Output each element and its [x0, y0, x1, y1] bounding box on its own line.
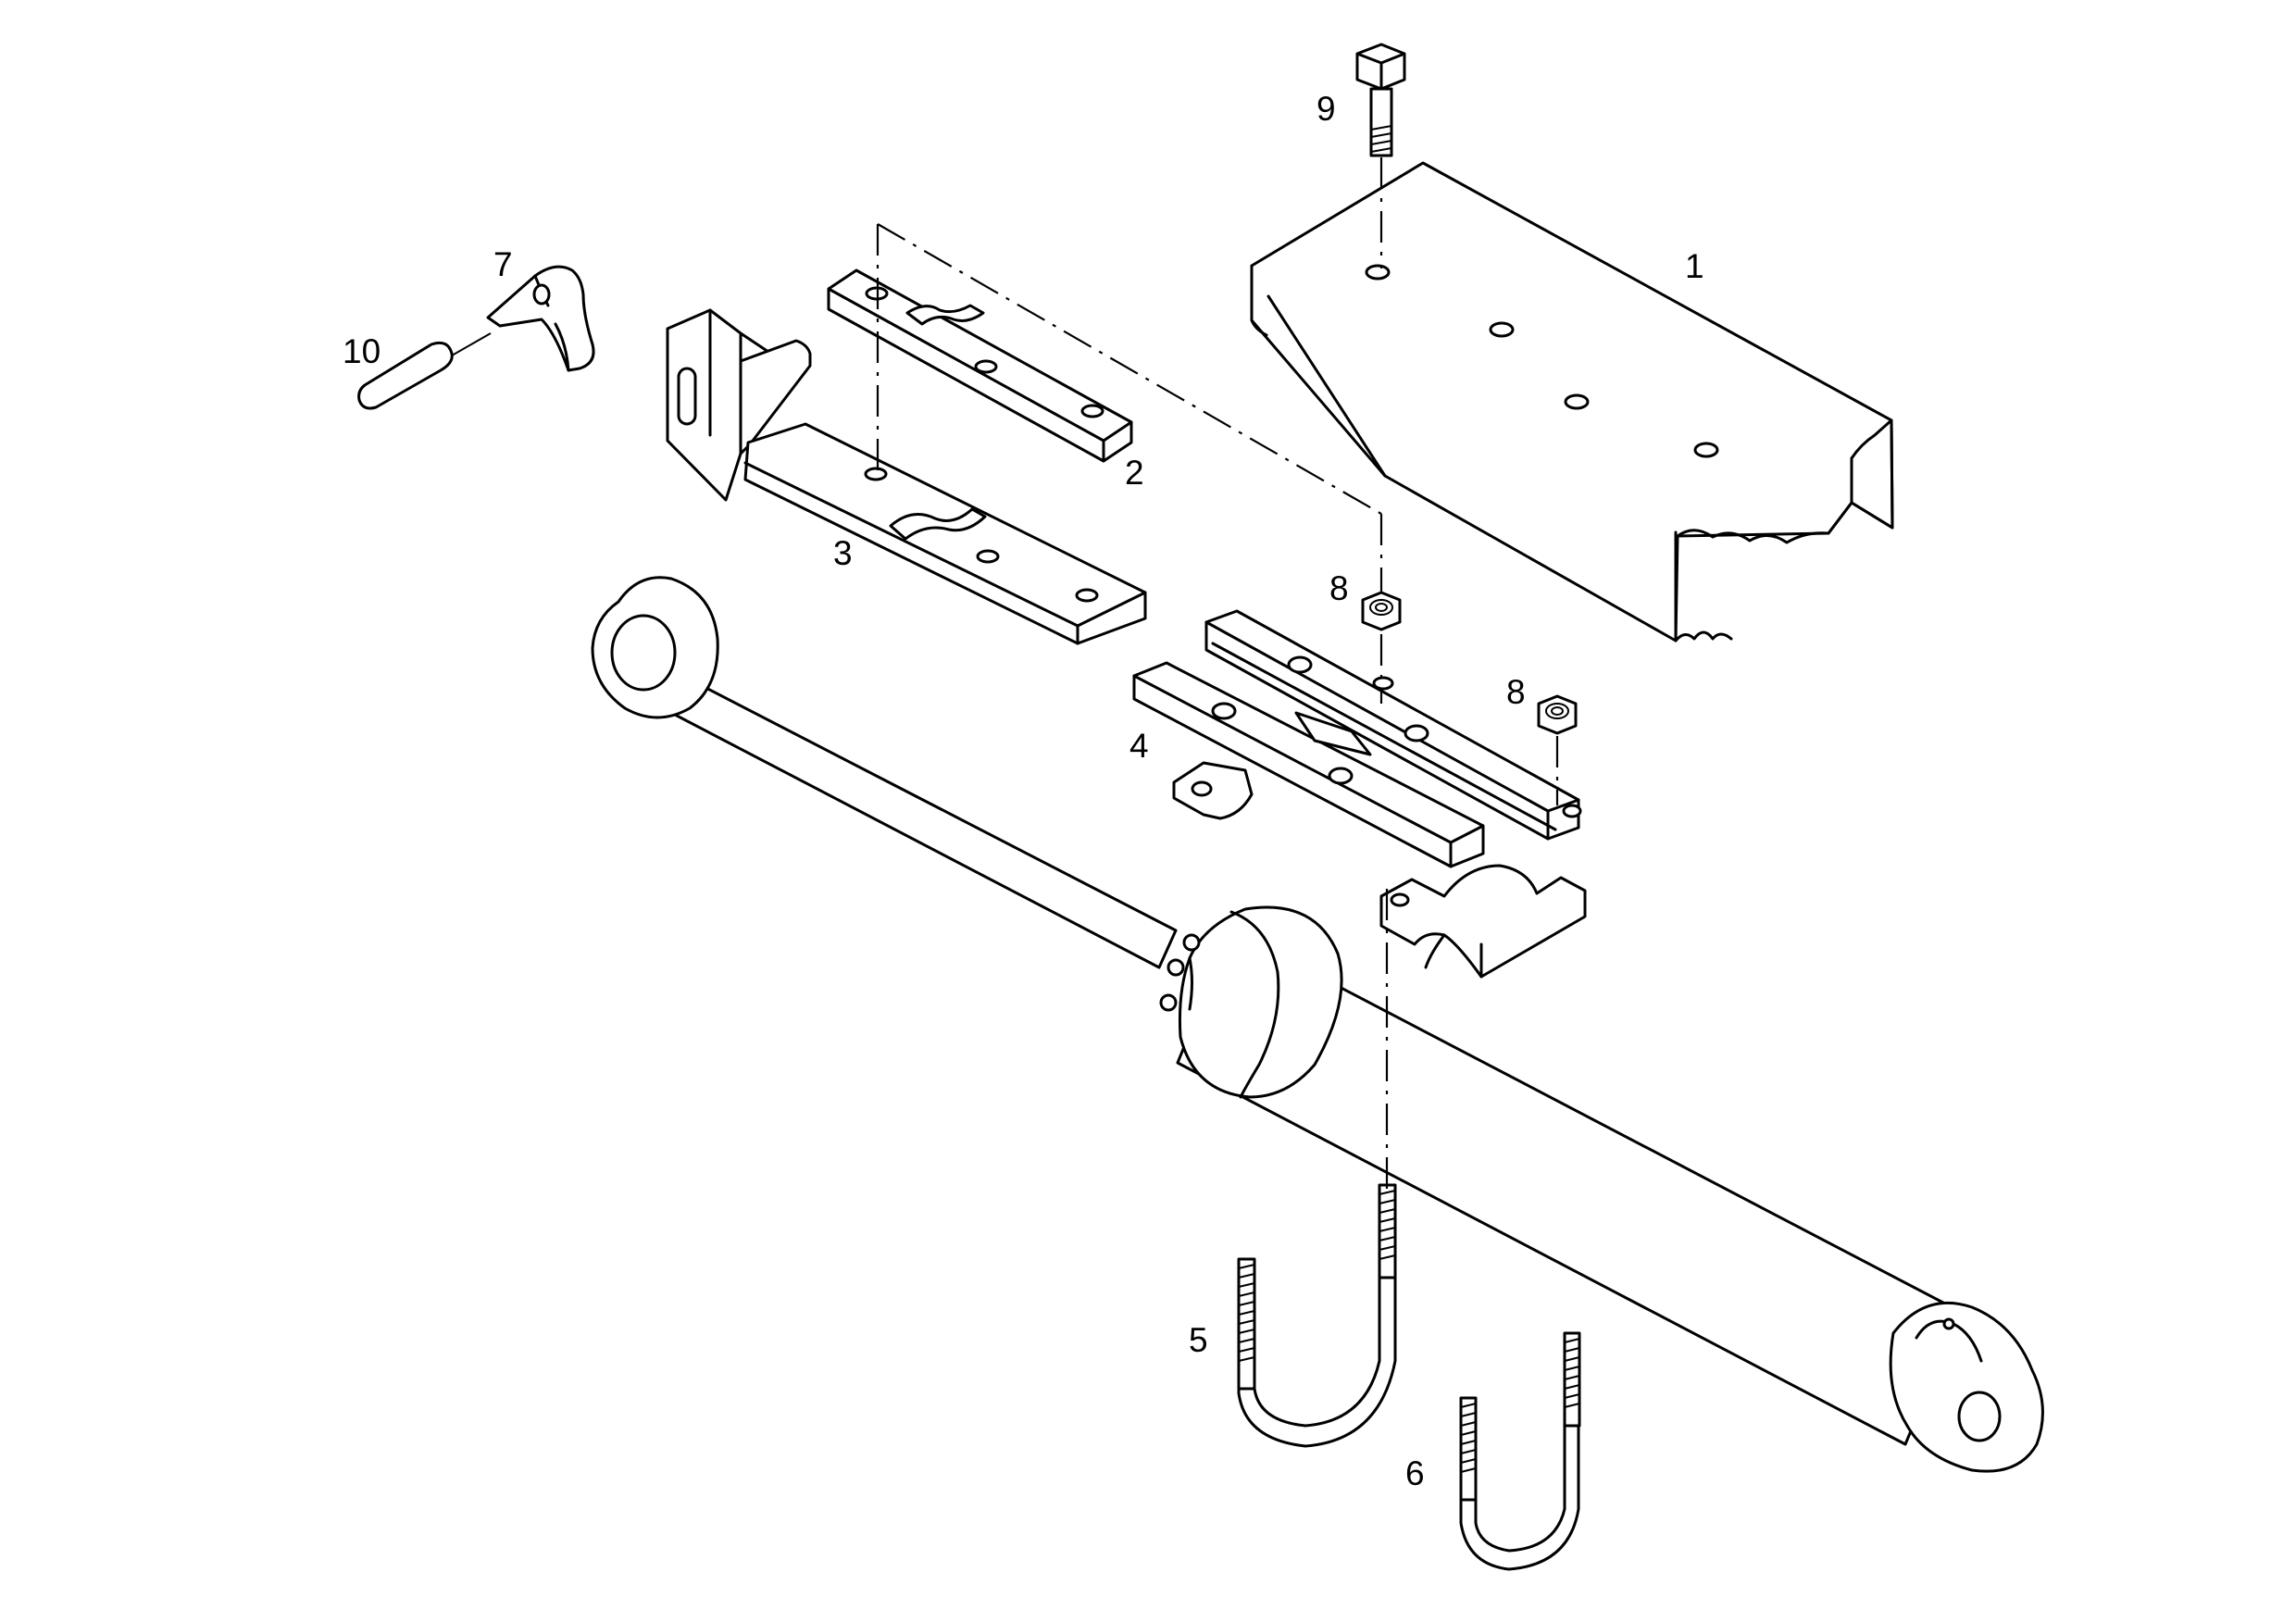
part-2-slide-plate — [827, 268, 1133, 463]
part-7-clip — [486, 265, 595, 372]
callout-9: 9 — [1316, 90, 1336, 128]
callout-6: 6 — [1405, 1454, 1425, 1492]
assembly-centerlines — [876, 157, 1559, 1194]
callout-8-right: 8 — [1506, 673, 1526, 711]
part-8-nut-upper — [1361, 591, 1402, 631]
callout-10: 10 — [343, 332, 381, 370]
part-4-guide-carriage — [1132, 609, 1587, 979]
part-5-u-bolt-large — [1237, 1183, 1397, 1448]
callout-4: 4 — [1129, 727, 1149, 765]
part-10-pin — [357, 332, 492, 410]
callout-5: 5 — [1189, 1321, 1208, 1359]
callout-2: 2 — [1125, 454, 1144, 492]
part-8-nut-right — [1537, 694, 1578, 735]
part-1-channel-bracket — [1250, 161, 1894, 643]
callout-3: 3 — [833, 534, 853, 572]
callout-1: 1 — [1685, 247, 1704, 285]
callout-8-upper: 8 — [1329, 569, 1349, 607]
part-9-bolt — [1355, 43, 1406, 157]
part-3-frame — [666, 308, 1147, 645]
callout-7: 7 — [493, 245, 513, 283]
callout-labels: 1 2 3 4 5 6 7 8 8 9 10 — [343, 90, 1704, 1492]
part-6-u-bolt-small — [1459, 1331, 1581, 1571]
hydraulic-cylinder — [591, 576, 2044, 1473]
